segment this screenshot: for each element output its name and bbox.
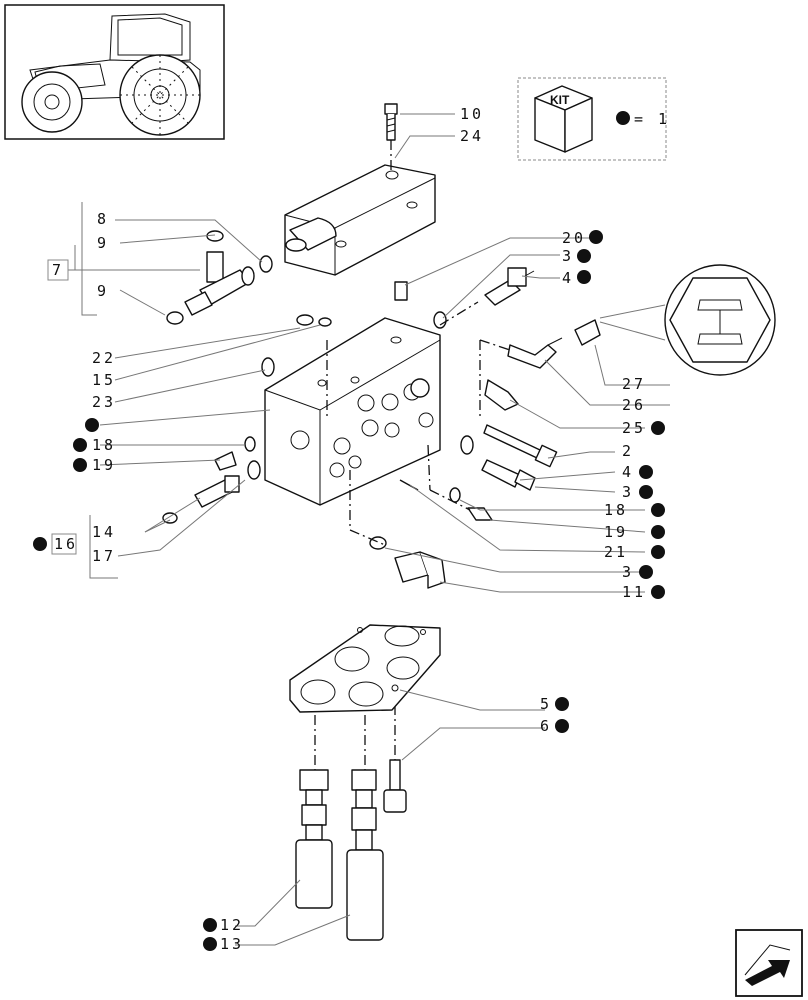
spool-part-2 <box>346 769 384 941</box>
valve-cover-part <box>284 164 436 276</box>
callout-8: 8 <box>97 210 109 228</box>
detail-zoom-part <box>664 264 776 376</box>
filled-dot-icon <box>589 230 603 244</box>
o-ring-part <box>296 314 314 326</box>
kit-legend: KIT = 1 <box>517 77 670 161</box>
callout-17: 17 <box>92 547 116 565</box>
callout-27: 27 <box>622 375 646 393</box>
kit-box-icon <box>534 85 593 153</box>
callout-20: 20 <box>562 229 586 247</box>
callout-21: 21 <box>604 543 628 561</box>
callout-6: 6 <box>540 717 552 735</box>
pressure-switch-part <box>484 267 535 306</box>
tractor-thumbnail-icon[interactable] <box>4 4 225 140</box>
callout-3a: 3 <box>562 247 574 265</box>
callout-19b: 19 <box>604 523 628 541</box>
callout-23: 23 <box>92 393 116 411</box>
elbow-fitting-part <box>507 337 563 369</box>
callout-12: 12 <box>220 916 244 934</box>
kit-label: KIT <box>550 93 570 107</box>
mounting-plate-part <box>289 624 441 713</box>
bolt-part <box>384 103 398 141</box>
sensor-part <box>484 319 601 411</box>
plug-bolt-part <box>394 551 446 589</box>
callout-7: 7 <box>52 261 64 279</box>
callout-3b: 3 <box>622 483 634 501</box>
spool-part <box>295 769 333 909</box>
callout-14: 14 <box>92 523 116 541</box>
valve-body-part <box>264 317 441 506</box>
callout-18a: 18 <box>92 436 116 454</box>
callout-3c: 3 <box>622 563 634 581</box>
callout-2: 2 <box>622 442 634 460</box>
filled-dot-icon <box>616 111 630 125</box>
callout-4a: 4 <box>562 269 574 287</box>
callout-24: 24 <box>460 127 484 145</box>
callout-9a: 9 <box>97 234 109 252</box>
callout-11: 11 <box>622 583 646 601</box>
long-bolt-part <box>483 424 558 468</box>
callout-10: 10 <box>460 105 484 123</box>
callout-13: 13 <box>220 935 244 953</box>
kit-equals-text: = 1 <box>634 110 670 128</box>
screw-part <box>383 759 407 813</box>
callout-16: 16 <box>54 535 78 553</box>
callout-26: 26 <box>622 396 646 414</box>
next-page-arrow-icon[interactable] <box>735 929 803 997</box>
callout-5: 5 <box>540 695 552 713</box>
tee-fitting-part <box>166 230 273 325</box>
callout-9b: 9 <box>97 282 109 300</box>
callout-22: 22 <box>92 349 116 367</box>
callout-4b: 4 <box>622 463 634 481</box>
callout-19a: 19 <box>92 456 116 474</box>
callout-box-16 <box>51 533 77 555</box>
callout-25: 25 <box>622 419 646 437</box>
callout-box-7 <box>47 259 69 281</box>
fitting-part <box>481 459 536 491</box>
plug-part <box>394 281 408 301</box>
callout-18b: 18 <box>604 501 628 519</box>
left-fittings-part <box>162 436 261 524</box>
callout-15: 15 <box>92 371 116 389</box>
